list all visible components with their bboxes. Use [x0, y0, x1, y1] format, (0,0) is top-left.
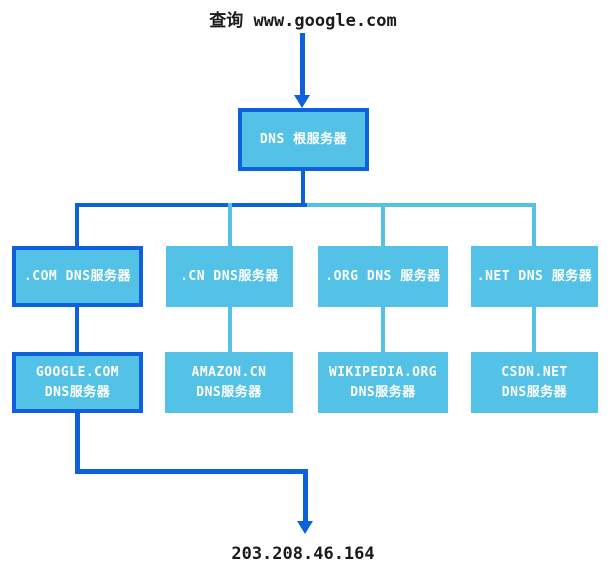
node-auth-wikipedia: WIKIPEDIA.ORG DNS服务器 — [318, 352, 448, 413]
node-dns-root-label: DNS 根服务器 — [259, 131, 348, 147]
node-auth-csdn-line1: CSDN.NET — [501, 365, 568, 380]
node-dns-root: DNS 根服务器 — [238, 108, 369, 171]
node-tld-net-label: .NET DNS 服务器 — [476, 268, 593, 284]
query-arrow-head — [294, 95, 310, 108]
result-path-horizontal — [75, 469, 308, 474]
connector-trunk-cn — [228, 203, 232, 246]
result-arrow-head — [297, 521, 313, 534]
node-tld-cn: .CN DNS服务器 — [166, 246, 293, 307]
connector-trunk-org — [381, 203, 385, 246]
result-path-vertical-left — [75, 413, 80, 474]
node-auth-amazon-line1: AMAZON.CN — [191, 365, 267, 380]
trunk-line-highlighted — [75, 203, 307, 207]
node-tld-cn-label: .CN DNS服务器 — [180, 268, 279, 284]
query-arrow-stem — [300, 33, 305, 96]
result-ip-label: 203.208.46.164 — [231, 544, 375, 564]
connector-root-trunk — [301, 171, 305, 207]
node-auth-google: GOOGLE.COM DNS服务器 — [12, 352, 143, 413]
connector-trunk-net — [532, 203, 536, 246]
node-auth-csdn: CSDN.NET DNS服务器 — [471, 352, 598, 413]
node-tld-net: .NET DNS 服务器 — [471, 246, 598, 307]
node-auth-google-line2: DNS服务器 — [44, 384, 111, 400]
connector-trunk-com — [75, 203, 79, 246]
node-tld-com: .COM DNS服务器 — [12, 246, 143, 307]
connector-com-google — [75, 307, 79, 352]
node-tld-com-label: .COM DNS服务器 — [23, 268, 132, 284]
node-auth-amazon: AMAZON.CN DNS服务器 — [165, 352, 293, 413]
node-tld-org: .ORG DNS 服务器 — [318, 246, 448, 307]
node-tld-org-label: .ORG DNS 服务器 — [325, 268, 441, 284]
node-auth-wikipedia-line2: DNS服务器 — [350, 384, 416, 400]
node-auth-csdn-line2: DNS服务器 — [501, 384, 568, 400]
node-auth-google-line1: GOOGLE.COM — [35, 365, 120, 380]
node-auth-amazon-line2: DNS服务器 — [196, 384, 262, 400]
query-label: 查询 www.google.com — [209, 11, 397, 31]
connector-cn-amazon — [228, 307, 232, 352]
node-auth-wikipedia-line1: WIKIPEDIA.ORG — [328, 365, 438, 380]
connector-net-csdn — [532, 307, 536, 352]
connector-org-wikipedia — [381, 307, 385, 352]
result-arrow-stem — [303, 469, 308, 522]
